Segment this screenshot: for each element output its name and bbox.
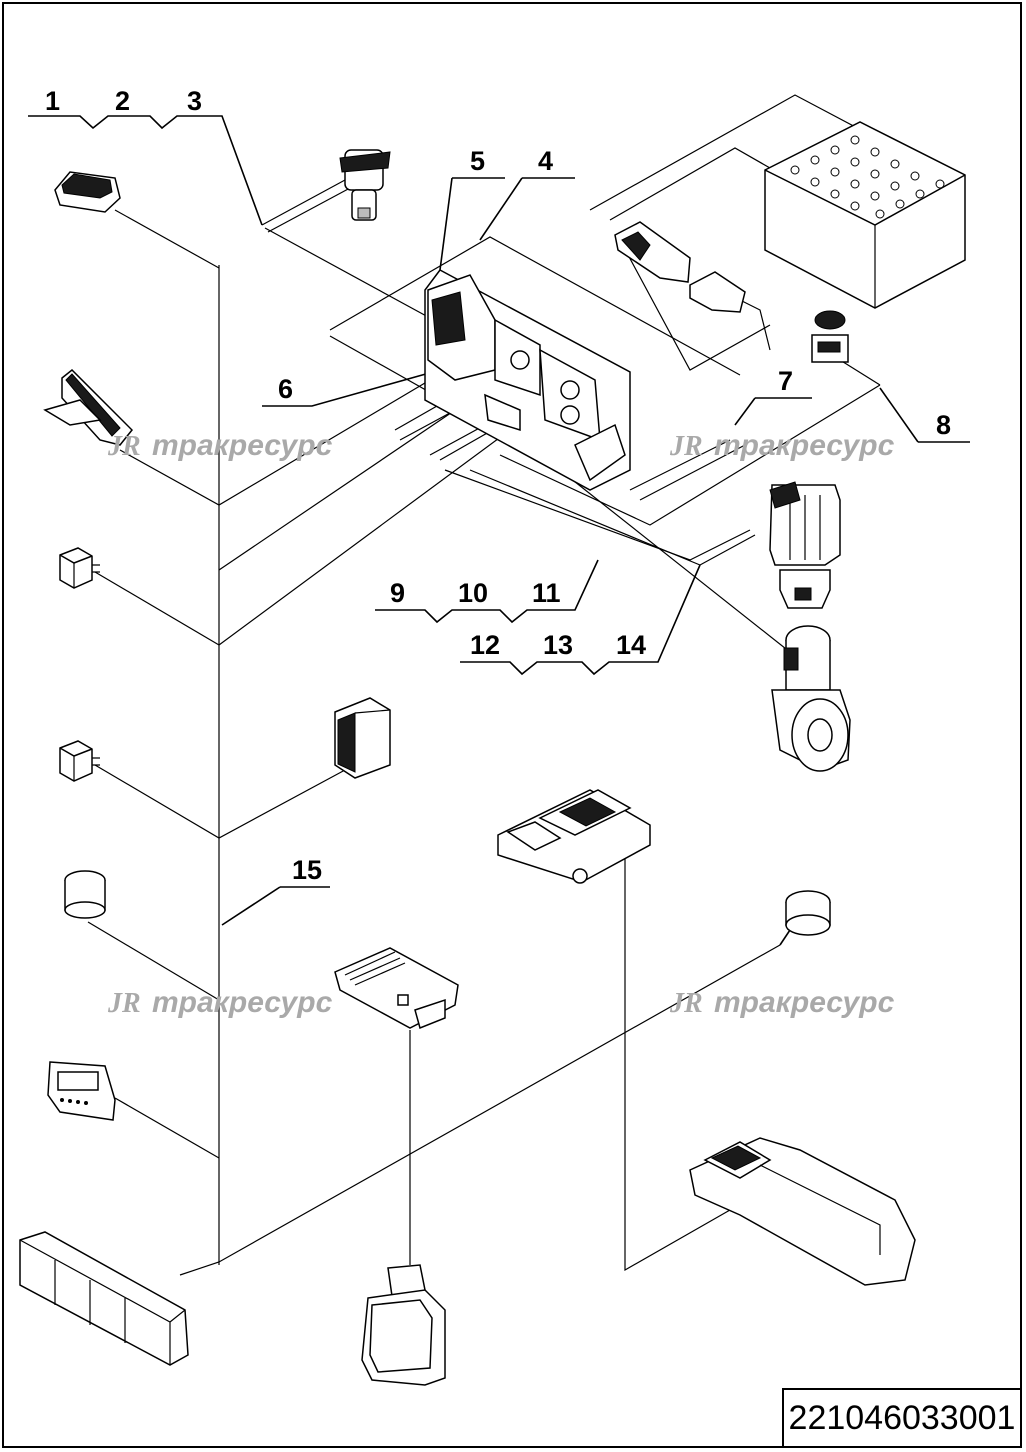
callout-4: 4 [538, 146, 553, 176]
watermark-text: тракресурс [714, 429, 895, 462]
handle-icon [361, 1264, 446, 1386]
accelerator-pedal-icon [43, 368, 134, 446]
main-harness-lines [87, 94, 881, 1276]
callout-labels: 1 2 3 4 5 6 7 8 9 10 11 12 13 14 15 [45, 86, 951, 885]
callout-1: 1 [45, 86, 60, 116]
circuit-board-icon [334, 947, 459, 1030]
ecu-module-icon [497, 789, 651, 884]
drive-motor-wheel-icon [771, 625, 851, 772]
callout-11: 11 [532, 578, 561, 608]
callout-12: 12 [470, 630, 500, 660]
battery-connector-icon [614, 221, 746, 313]
callout-7: 7 [778, 366, 793, 396]
callout-leaders [28, 115, 970, 926]
battery-pack-icon [764, 121, 966, 309]
document-number: 221046033001 [782, 1388, 1022, 1448]
watermark-group: JR тракресурс JR тракресурс JR тракресур… [107, 429, 895, 1019]
watermark-logo: JR [107, 988, 141, 1019]
display-icon [47, 1061, 116, 1121]
callout-10: 10 [458, 578, 488, 608]
watermark-logo: JR [669, 988, 703, 1019]
callout-15: 15 [292, 855, 322, 885]
watermark-text: тракресурс [152, 429, 333, 462]
light-bar-icon [19, 1231, 189, 1366]
pump-motor-icon [769, 481, 841, 609]
tiller-head-icon [689, 1137, 916, 1286]
buzzer-icon [64, 870, 106, 919]
watermark-logo: JR [669, 431, 703, 462]
dc-converter-icon [334, 697, 391, 779]
callout-3: 3 [187, 86, 202, 116]
callout-2: 2 [115, 86, 130, 116]
watermark-logo: JR [107, 431, 141, 462]
emergency-stop-switch-icon [811, 310, 849, 363]
callout-6: 6 [278, 374, 293, 404]
steering-sensor-icon [339, 149, 391, 221]
watermark-text: тракресурс [152, 986, 333, 1019]
relay-icon [59, 547, 100, 589]
controller-panel-icon [424, 269, 631, 491]
callout-9: 9 [390, 578, 405, 608]
callout-13: 13 [543, 630, 573, 660]
callout-5: 5 [470, 146, 485, 176]
watermark-text: тракресурс [714, 986, 895, 1019]
encoder-sensor-icon [779, 890, 831, 946]
relay-icon [59, 740, 100, 782]
callout-14: 14 [616, 630, 646, 660]
callout-8: 8 [936, 410, 951, 440]
pedal-switch-icon [54, 171, 121, 213]
